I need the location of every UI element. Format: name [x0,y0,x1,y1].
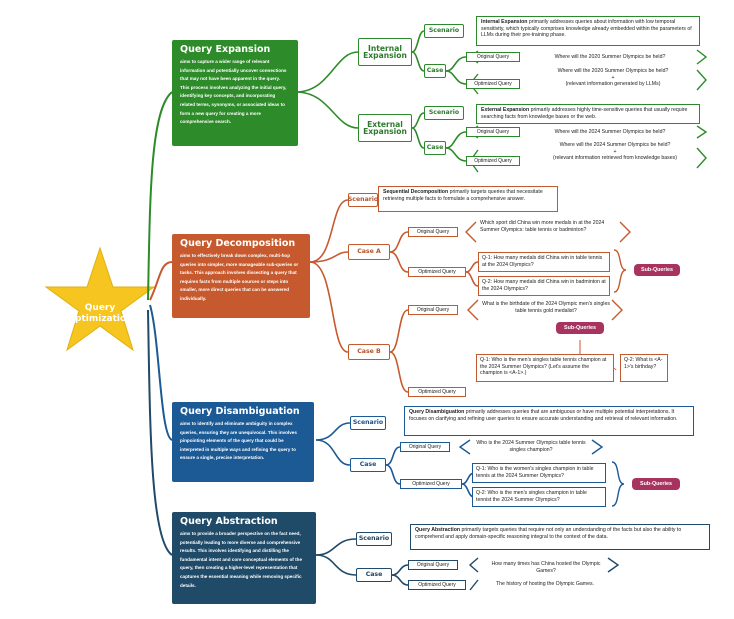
brace-icon [611,461,625,507]
brace-icon [613,249,627,293]
disambiguation-subqueries-badge: Sub-Queries [632,478,680,490]
decomposition-description: aims to effectively break down complex, … [180,253,299,301]
abstraction-original-query: How many times has China hosted the Olym… [491,561,601,574]
internal-original-query: Where will the 2020 Summer Olympics be h… [554,54,666,60]
expansion-card: Query Expansion aims to capture a wider … [172,40,298,146]
external-original-query: Where will the 2024 Summer Olympics be h… [554,129,666,135]
disambiguation-scenario-text: Query Disambiguation primarily addresses… [404,406,694,436]
disambiguation-case-label: Case [350,458,386,472]
chevron-left-icon [467,299,479,321]
internal-scenario-label: Scenario [424,24,464,38]
abstraction-original-query-label: Original Query [408,560,458,570]
internal-case-label: Case [424,64,446,78]
case-b-original-query: What is the birthdate of the 2024 Olympi… [482,301,610,314]
disambiguation-scenario-label: Scenario [350,416,386,430]
disambiguation-subquery-2: Q-2: Who is the men's singles champion i… [472,487,606,507]
abstraction-card: Query Abstraction aims to provide a broa… [172,512,316,604]
chevron-right-icon [696,125,708,139]
disambiguation-original-query: Who is the 2024 Summer Olympics table te… [476,440,586,453]
case-a-subquery-2: Q-2: How many medals did China win in ba… [478,276,610,296]
chevron-right-icon [611,299,623,321]
root-label: Query Optimization [67,303,133,324]
external-optimized-query-label: Optimized Query [466,156,520,166]
abstraction-scenario-label: Scenario [356,532,392,546]
case-b-subquery-1: Q-1: Who is the men's singles table tenn… [476,354,614,382]
internal-optimized-query-label: Optimized Query [466,79,520,89]
internal-scenario-text: Internal Expansion primarily addresses q… [476,16,700,46]
decomposition-scenario-label: Scenario [348,193,378,207]
abstraction-optimized-query-label: Optimized Query [408,580,466,590]
abstraction-optimized-query: The history of hosting the Olympic Games… [495,581,595,587]
disambiguation-original-query-label: Original Query [400,442,450,452]
internal-expansion-label: Internal Expansion [358,38,412,66]
chevron-right-icon [607,557,620,573]
abstraction-case-label: Case [356,568,392,582]
expansion-title: Query Expansion [180,44,271,55]
disambiguation-title: Query Disambiguation [180,406,300,417]
chevron-left-icon [458,439,471,455]
case-a-original-query: Which sport did China win more medals in… [480,220,605,233]
abstraction-title: Query Abstraction [180,516,278,527]
abstraction-description: aims to provide a broader perspective on… [180,531,303,588]
case-a-label: Case A [348,244,390,260]
external-expansion-label: External Expansion [358,114,412,142]
case-a-subqueries-badge: Sub-Queries [634,264,680,276]
case-a-optimized-query-label: Optimized Query [408,267,466,277]
case-b-optimized-query-label: Optimized Query [408,387,466,397]
external-case-label: Case [424,141,446,155]
decomposition-title: Query Decomposition [180,238,296,249]
case-b-original-query-label: Original Query [408,305,458,315]
external-original-query-label: Original Query [466,127,520,137]
disambiguation-subquery-1: Q-1: Who is the women's singles champion… [472,463,606,483]
external-scenario-label: Scenario [424,106,464,120]
case-a-original-query-label: Original Query [408,227,458,237]
chevron-right-icon [696,147,707,169]
disambiguation-card: Query Disambiguation aims to identify an… [172,402,314,482]
chevron-left-icon [468,557,479,573]
expansion-description: aims to capture a wider range of relevan… [180,59,287,125]
disambiguation-description: aims to identify and eliminate ambiguity… [180,421,297,461]
internal-original-query-label: Original Query [466,52,520,62]
case-b-subquery-2: Q-2: What is <A-1>'s birthday? [620,354,668,382]
chevron-right-icon [696,49,708,65]
abstraction-scenario-text: Query Abstraction primarily targets quer… [410,524,710,550]
case-b-subqueries-badge: Sub-Queries [556,322,604,334]
chevron-right-icon [591,439,604,455]
decomposition-card: Query Decomposition aims to effectively … [172,234,310,318]
external-optimized-query: Where will the 2024 Summer Olympics be h… [553,142,677,162]
star-icon [44,246,156,352]
chevron-right-icon [619,221,631,243]
internal-optimized-query: Where will the 2020 Summer Olympics be h… [557,68,669,88]
case-a-subquery-1: Q-1: How many medals did China win in ta… [478,252,610,272]
decomposition-scenario-text: Sequential Decomposition primarily targe… [378,186,558,212]
chevron-left-icon [465,221,477,243]
chevron-right-icon [696,69,707,91]
external-scenario-text: External Expansion primarily addresses h… [476,104,700,124]
disambiguation-optimized-query-label: Optimized Query [400,479,462,489]
case-b-label: Case B [348,344,390,360]
